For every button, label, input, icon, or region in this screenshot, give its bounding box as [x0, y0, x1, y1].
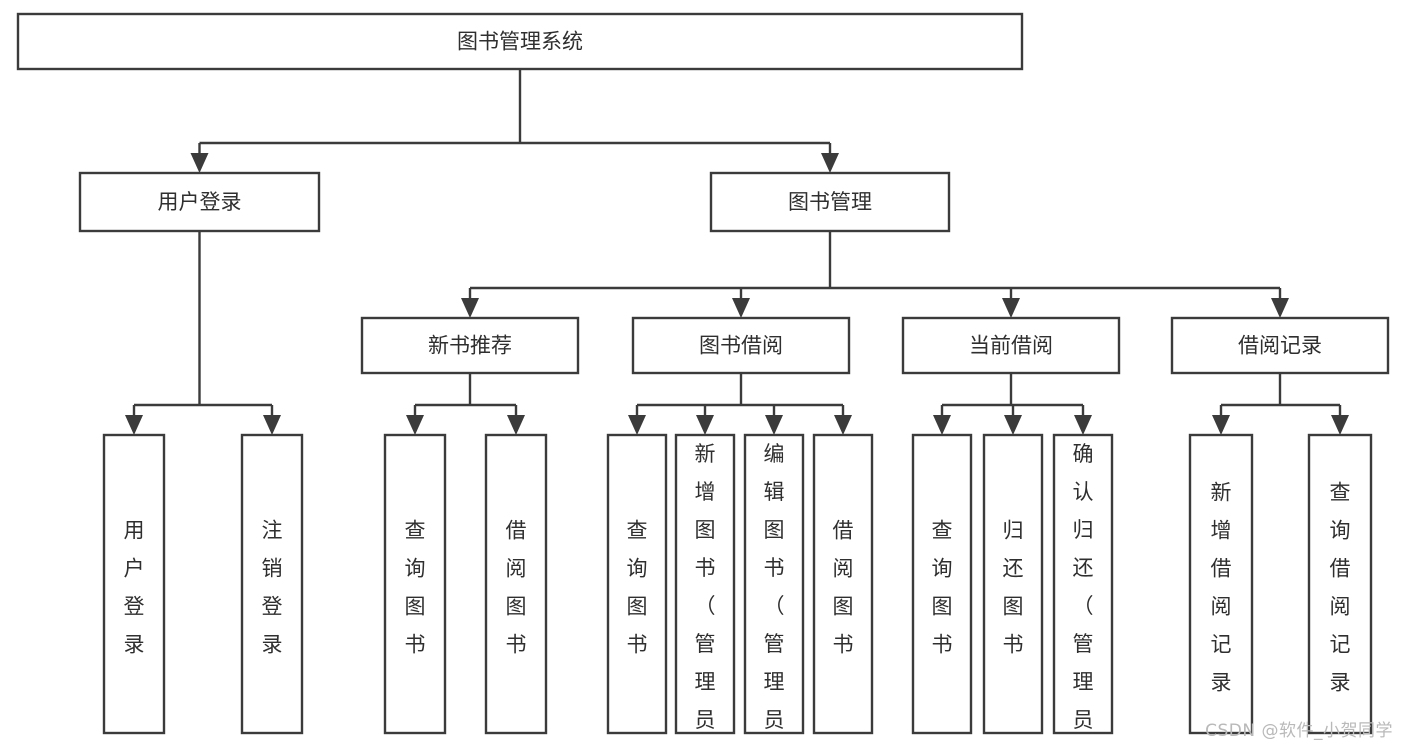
node-box-leaf-add-book-admin[interactable]: [674, 433, 736, 735]
arrow-head-leaf-user-login: [125, 415, 143, 435]
node-new-book-recommend[interactable]: 新书推荐: [360, 316, 580, 375]
node-label-leaf-add-borrow-record: 新增借阅记录: [1211, 481, 1232, 695]
watermark-text: CSDN @软件_小贺同学: [1205, 721, 1393, 741]
node-borrow-record[interactable]: 借阅记录: [1170, 316, 1390, 375]
node-label-leaf-query-book-borrow: 查询图书: [627, 519, 648, 657]
node-book-management[interactable]: 图书管理: [709, 171, 951, 233]
node-label-leaf-borrow-book: 借阅图书: [833, 519, 854, 657]
node-box-leaf-confirm-return-admin[interactable]: [1052, 433, 1114, 735]
node-box-book-management[interactable]: [709, 171, 951, 233]
node-current-borrow[interactable]: 当前借阅: [901, 316, 1121, 375]
node-box-leaf-return-book[interactable]: [982, 433, 1044, 735]
node-box-leaf-query-book-borrow[interactable]: [606, 433, 668, 735]
node-root[interactable]: 图书管理系统: [16, 12, 1024, 71]
node-label-leaf-logout: 注销登录: [262, 519, 283, 657]
arrow-head-book-borrow: [732, 298, 750, 318]
node-box-leaf-user-login[interactable]: [102, 433, 166, 735]
arrow-head-current-borrow: [1002, 298, 1020, 318]
node-leaf-logout[interactable]: 注销登录: [240, 433, 304, 735]
node-box-current-borrow[interactable]: [901, 316, 1121, 375]
node-leaf-query-book-borrow[interactable]: 查询图书: [606, 433, 668, 735]
arrow-head-leaf-logout: [263, 415, 281, 435]
node-label-book-borrow: 图书借阅: [699, 334, 783, 358]
arrow-head-leaf-confirm-return-admin: [1074, 415, 1092, 435]
node-label-root: 图书管理系统: [457, 30, 583, 54]
node-label-leaf-return-book: 归还图书: [1003, 519, 1024, 657]
node-box-leaf-logout[interactable]: [240, 433, 304, 735]
node-box-leaf-query-book-recommend[interactable]: [383, 433, 447, 735]
node-label-user-login: 用户登录: [158, 190, 242, 214]
node-label-leaf-confirm-return-admin: 确认归还（管理员）: [1073, 442, 1094, 747]
node-label-book-management: 图书管理: [788, 190, 872, 214]
node-label-leaf-query-borrow-record: 查询借阅记录: [1330, 481, 1351, 695]
node-leaf-borrow-book[interactable]: 借阅图书: [812, 433, 874, 735]
node-box-leaf-borrow-book[interactable]: [812, 433, 874, 735]
arrow-head-leaf-query-borrow-record: [1331, 415, 1349, 435]
node-box-book-borrow[interactable]: [631, 316, 851, 375]
node-leaf-edit-book-admin[interactable]: 编辑图书（管理员）: [743, 433, 805, 747]
node-label-leaf-add-book-admin: 新增图书（管理员）: [695, 442, 716, 747]
arrow-head-leaf-borrow-book: [834, 415, 852, 435]
node-leaf-query-book-recommend[interactable]: 查询图书: [383, 433, 447, 735]
node-leaf-add-borrow-record[interactable]: 新增借阅记录: [1188, 433, 1254, 735]
node-leaf-query-book-current[interactable]: 查询图书: [911, 433, 973, 735]
arrow-head-leaf-add-borrow-record: [1212, 415, 1230, 435]
node-label-current-borrow: 当前借阅: [969, 334, 1053, 358]
arrow-head-user-login: [190, 153, 209, 173]
arrow-head-leaf-add-book-admin: [696, 415, 714, 435]
arrow-head-leaf-query-book-borrow: [628, 415, 646, 435]
node-box-leaf-add-borrow-record[interactable]: [1188, 433, 1254, 735]
node-label-leaf-query-book-current: 查询图书: [932, 519, 953, 657]
node-user-login[interactable]: 用户登录: [78, 171, 321, 233]
node-box-new-book-recommend[interactable]: [360, 316, 580, 375]
arrow-head-book-management: [821, 153, 839, 173]
node-box-user-login[interactable]: [78, 171, 321, 233]
node-box-leaf-query-book-current[interactable]: [911, 433, 973, 735]
node-leaf-query-borrow-record[interactable]: 查询借阅记录: [1307, 433, 1373, 735]
node-book-borrow[interactable]: 图书借阅: [631, 316, 851, 375]
node-box-leaf-edit-book-admin[interactable]: [743, 433, 805, 735]
node-label-new-book-recommend: 新书推荐: [428, 334, 512, 358]
node-label-leaf-borrow-book-recommend: 借阅图书: [506, 519, 527, 657]
node-layer: 图书管理系统用户登录图书管理新书推荐图书借阅当前借阅借阅记录用户登录注销登录查询…: [16, 12, 1390, 747]
node-leaf-borrow-book-recommend[interactable]: 借阅图书: [484, 433, 548, 735]
node-box-borrow-record[interactable]: [1170, 316, 1390, 375]
node-label-borrow-record: 借阅记录: [1238, 334, 1322, 358]
node-box-leaf-query-borrow-record[interactable]: [1307, 433, 1373, 735]
arrow-head-leaf-query-book-current: [933, 415, 951, 435]
node-leaf-return-book[interactable]: 归还图书: [982, 433, 1044, 735]
node-label-leaf-query-book-recommend: 查询图书: [405, 519, 426, 657]
node-box-leaf-borrow-book-recommend[interactable]: [484, 433, 548, 735]
connector-layer: [125, 69, 1349, 435]
node-label-leaf-user-login: 用户登录: [124, 519, 145, 657]
arrow-head-leaf-borrow-book-recommend: [507, 415, 525, 435]
arrow-head-borrow-record: [1271, 298, 1289, 318]
arrow-head-leaf-edit-book-admin: [765, 415, 783, 435]
node-leaf-add-book-admin[interactable]: 新增图书（管理员）: [674, 433, 736, 747]
arrow-head-leaf-query-book-recommend: [406, 415, 424, 435]
arrow-head-leaf-return-book: [1004, 415, 1022, 435]
arrow-head-new-book-recommend: [461, 298, 479, 318]
node-box-root[interactable]: [16, 12, 1024, 71]
node-leaf-confirm-return-admin[interactable]: 确认归还（管理员）: [1052, 433, 1114, 747]
node-leaf-user-login[interactable]: 用户登录: [102, 433, 166, 735]
